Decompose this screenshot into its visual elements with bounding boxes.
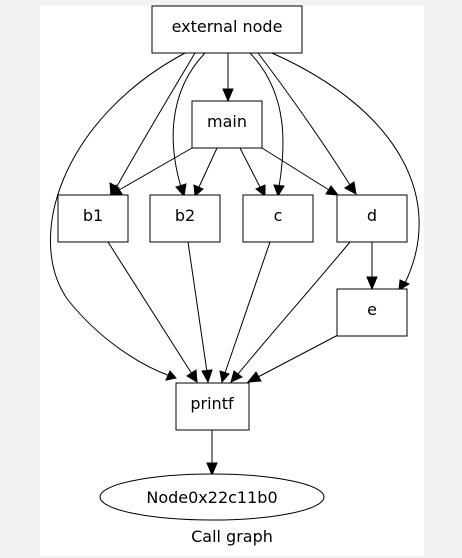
edge-main-b2	[193, 147, 218, 198]
edge-d-e	[366, 242, 378, 291]
node-d: d	[336, 194, 408, 243]
edge-main-d	[261, 147, 340, 196]
node-b2-label: b2	[175, 206, 195, 225]
node-root: Node0x22c11b0	[99, 473, 325, 521]
node-c-label: c	[274, 206, 283, 225]
edge-e-printf	[246, 334, 339, 383]
node-b1-label: b1	[83, 206, 103, 225]
edge-main-c	[239, 147, 266, 198]
edge-external-d	[257, 52, 357, 195]
edge-b2-printf	[187, 241, 213, 384]
edge-external-b2	[172, 52, 206, 198]
node-printf-label: printf	[190, 394, 234, 413]
edge-b1-printf	[107, 241, 198, 383]
node-external-label: external node	[172, 17, 283, 36]
node-main: main	[191, 100, 263, 149]
edge-external-e	[271, 52, 420, 291]
node-c: c	[242, 194, 314, 243]
edges	[49, 52, 420, 477]
node-e: e	[336, 288, 408, 337]
edge-c-printf	[219, 241, 271, 384]
node-printf: printf	[175, 382, 250, 431]
edge-external-printf	[49, 52, 186, 381]
edge-external-c	[249, 52, 285, 198]
diagram-caption: Call graph	[191, 527, 273, 546]
node-main-label: main	[207, 112, 247, 131]
node-b1: b1	[57, 194, 129, 243]
nodes: external node main b1 b2 c d e printf	[57, 5, 408, 521]
node-e-label: e	[367, 300, 377, 319]
node-d-label: d	[367, 206, 377, 225]
edge-printf-root	[206, 430, 218, 477]
node-root-label: Node0x22c11b0	[146, 488, 277, 507]
node-b2: b2	[149, 194, 221, 243]
edge-external-main	[222, 53, 234, 103]
diagram-canvas	[40, 6, 424, 556]
edge-d-printf	[230, 241, 351, 383]
edge-external-b1	[109, 52, 196, 198]
node-external: external node	[151, 5, 303, 54]
